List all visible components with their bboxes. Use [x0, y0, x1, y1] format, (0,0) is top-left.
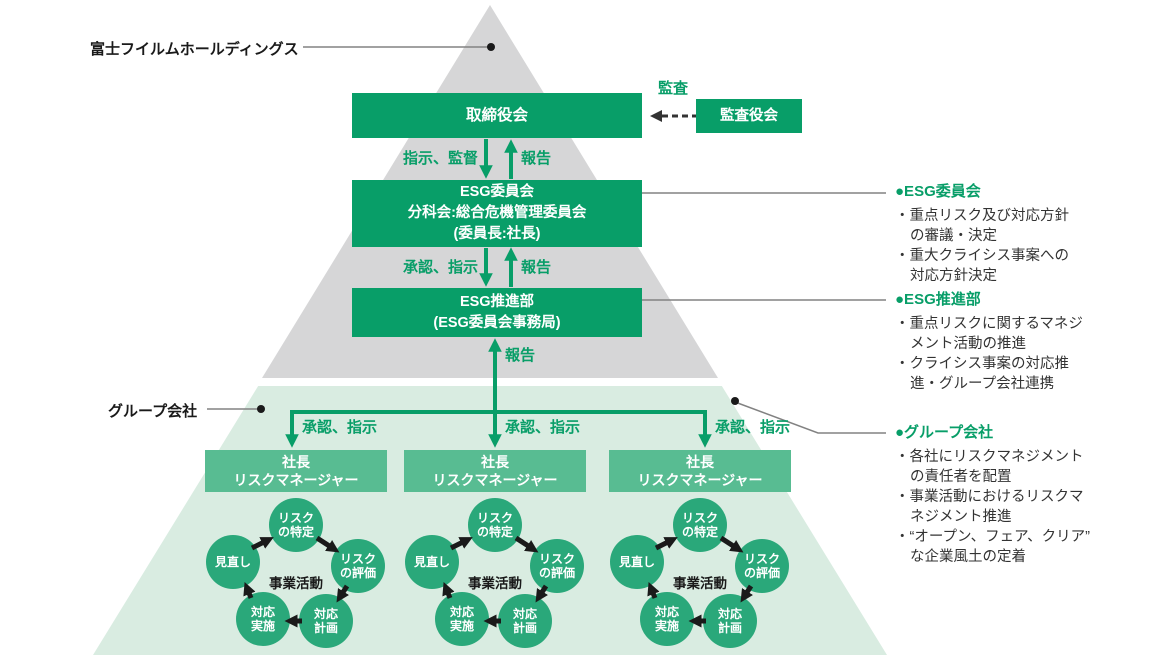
risk-cycle-3: リスクの特定 リスクの評価 対応計画 対応実施 見直し 事業活動: [600, 496, 800, 660]
annotation-line: の審議・決定: [910, 228, 997, 244]
president-label: 社長: [686, 454, 714, 470]
response-plan-circle: 対応計画: [299, 594, 353, 648]
report-label-bottom: 報告: [505, 347, 536, 364]
annotation-line: メント活動の推進: [910, 336, 1026, 352]
annotation-line: な企業風土の定着: [910, 549, 1026, 565]
response-implementation-circle: 対応実施: [236, 592, 290, 646]
risk-evaluation-circle: リスクの評価: [530, 539, 584, 593]
annotation-title: ●グループ会社: [895, 424, 994, 441]
annotation-line: の責任者を配置: [910, 469, 1012, 485]
response-plan-circle: 対応計画: [703, 594, 757, 648]
esg-committee-line3: (委員長:社長): [453, 226, 541, 242]
holdings-label: 富士フイルムホールディングス: [90, 41, 299, 58]
response-implementation-circle: 対応実施: [640, 592, 694, 646]
instruct-supervise-label: 指示、監督: [402, 150, 478, 167]
risk-evaluation-circle: リスクの評価: [735, 539, 789, 593]
response-implementation-circle: 対応実施: [435, 592, 489, 646]
approve-instruct-label-2: 承認、指示: [505, 419, 581, 436]
approve-instruct-label-mid: 承認、指示: [402, 259, 478, 276]
esg-committee-line1: ESG委員会: [459, 184, 535, 200]
annotation-line: ・重大クライシス事案への: [895, 248, 1069, 264]
board-of-directors-box: 取締役会: [352, 93, 642, 138]
audit-board-label: 監査役会: [720, 107, 778, 124]
annotation-line: ・事業活動におけるリスクマ: [895, 489, 1084, 505]
president-label: 社長: [282, 454, 310, 470]
esg-division-line1: ESG推進部: [459, 293, 535, 310]
president-risk-manager-box-1: 社長 リスクマネージャー: [205, 450, 387, 492]
annotation-line: ・“オープン、フェア、クリア”: [895, 529, 1090, 545]
risk-manager-label: リスクマネージャー: [233, 472, 359, 488]
president-risk-manager-box-3: 社長 リスクマネージャー: [609, 450, 791, 492]
esg-division-line2: (ESG委員会事務局): [433, 314, 561, 331]
risk-evaluation-circle: リスクの評価: [331, 539, 385, 593]
esg-division-box: ESG推進部 (ESG委員会事務局): [352, 288, 642, 337]
risk-cycle-2: リスクの特定 リスクの評価 対応計画 対応実施 見直し 事業活動: [395, 496, 595, 660]
business-activities-label: 事業活動: [468, 576, 522, 591]
risk-identification-circle: リスクの特定: [673, 498, 727, 552]
report-label-mid: 報告: [521, 259, 552, 276]
annotation-line: ・重点リスク及び対応方針: [895, 208, 1069, 224]
annotation-esg-committee: ●ESG委員会 ・重点リスク及び対応方針 の審議・決定 ・重大クライシス事案への…: [895, 182, 1091, 286]
report-label-top: 報告: [521, 150, 552, 167]
annotation-esg-division: ●ESG推進部 ・重点リスクに関するマネジ メント活動の推進 ・クライシス事案の…: [895, 290, 1091, 394]
annotation-line: ・重点リスクに関するマネジ: [895, 316, 1083, 332]
audit-arrow-label: 監査: [657, 80, 688, 97]
annotation-line: ・各社にリスクマネジメント: [895, 449, 1084, 465]
risk-identification-circle: リスクの特定: [269, 498, 323, 552]
approve-instruct-label-1: 承認、指示: [302, 419, 378, 436]
risk-manager-label: リスクマネージャー: [432, 472, 558, 488]
risk-cycle-1: リスクの特定 リスクの評価 対応計画 対応実施 見直し 事業活動: [196, 496, 396, 660]
group-companies-label: グループ会社: [108, 403, 198, 420]
board-of-directors-label: 取締役会: [465, 107, 528, 124]
president-label: 社長: [481, 454, 509, 470]
annotation-line: 進・グループ会社連携: [910, 376, 1055, 392]
esg-committee-line2: 分科会:総合危機管理委員会: [407, 205, 587, 221]
risk-identification-circle: リスクの特定: [468, 498, 522, 552]
president-risk-manager-box-2: 社長 リスクマネージャー: [404, 450, 586, 492]
annotation-group-companies: ●グループ会社 ・各社にリスクマネジメント の責任者を配置 ・事業活動におけるリ…: [895, 423, 1091, 567]
risk-manager-label: リスクマネージャー: [637, 472, 763, 488]
business-activities-label: 事業活動: [269, 576, 323, 591]
approve-instruct-label-3: 承認、指示: [715, 419, 791, 436]
esg-committee-box: ESG委員会 分科会:総合危機管理委員会 (委員長:社長): [352, 180, 642, 247]
annotation-line: ネジメント推進: [910, 509, 1012, 525]
annotation-line: 対応方針決定: [910, 268, 997, 284]
response-plan-circle: 対応計画: [498, 594, 552, 648]
annotation-title: ●ESG委員会: [895, 183, 981, 200]
business-activities-label: 事業活動: [673, 576, 727, 591]
annotation-title: ●ESG推進部: [895, 291, 981, 308]
annotation-line: ・クライシス事案の対応推: [895, 356, 1069, 372]
audit-board-box: 監査役会: [696, 99, 802, 133]
